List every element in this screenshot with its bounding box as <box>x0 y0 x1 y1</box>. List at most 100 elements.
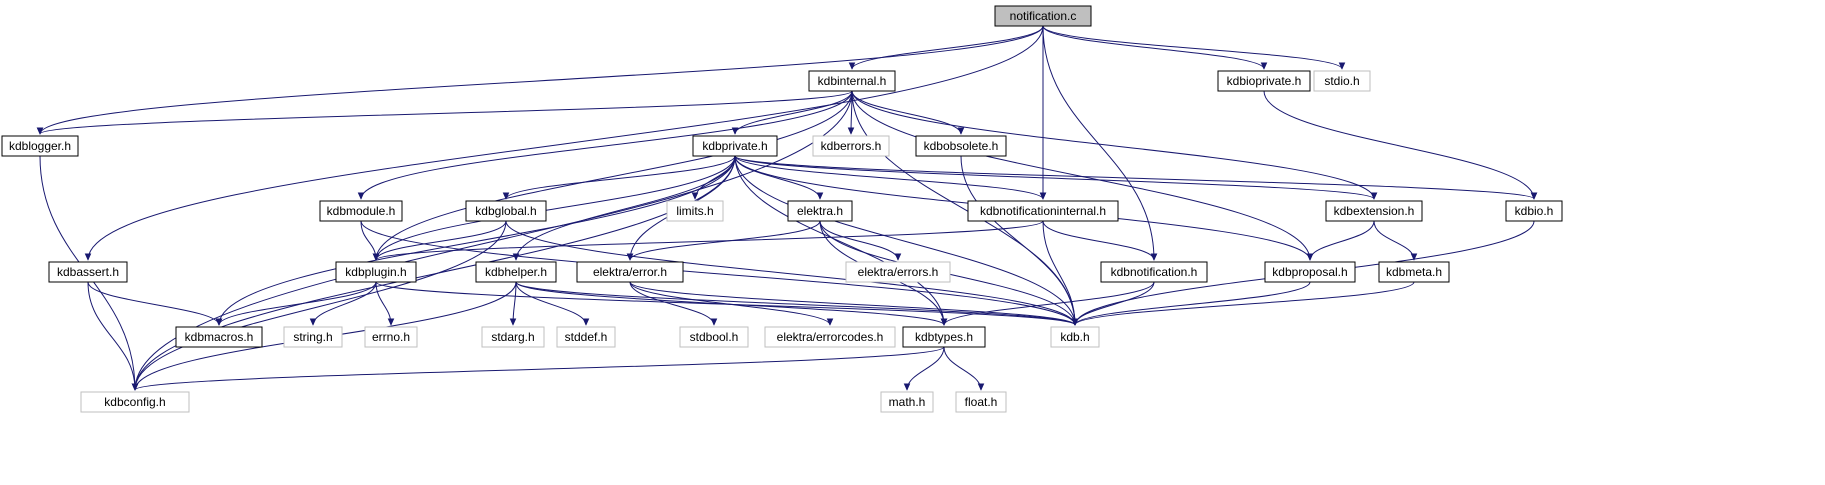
node-kdblogger-h[interactable]: kdblogger.h <box>1 135 79 157</box>
edge-kdbmodule_h-to-kdbplugin_h <box>360 220 376 260</box>
node-label: elektra/errorcodes.h <box>777 330 884 344</box>
edge-kdbinternal_h-to-kdbplugin_h <box>376 90 853 260</box>
node-box <box>845 261 951 283</box>
node-label: kdbproposal.h <box>1272 265 1347 279</box>
edge-kdbnotificationinternal_h-to-kdbnotification_h <box>1042 220 1154 260</box>
node-label: kdbio.h <box>1515 204 1554 218</box>
node-label: errno.h <box>372 330 410 344</box>
edge-line-6 <box>1042 25 1154 260</box>
edge-notification_c-to-kdbnotification_h <box>1042 25 1154 260</box>
edge-line-40 <box>819 220 898 260</box>
edge-kdbprivate_h-to-kdbplugin_h <box>376 155 736 260</box>
edge-kdbtypes_h-to-kdbconfig_h <box>135 346 945 390</box>
edge-kdbhelper_h-to-stdarg_h <box>513 281 517 325</box>
edge-kdbmodule_h-to-kdb_h <box>360 220 1075 325</box>
node-label: kdbmeta.h <box>1386 265 1442 279</box>
node-kdbglobal-h[interactable]: kdbglobal.h <box>465 200 547 222</box>
edge-line-52 <box>313 281 377 325</box>
edge-kdbprivate_h-to-kdbextension_h <box>734 155 1374 199</box>
node-notification-c[interactable]: notification.c <box>994 5 1092 27</box>
edge-kdbprivate_h-to-kdbhelper_h <box>516 155 736 260</box>
edge-line-10 <box>735 90 853 134</box>
edge-line-68 <box>907 346 945 390</box>
edge-line-65 <box>1075 281 1311 325</box>
node-kdbmeta-h[interactable]: kdbmeta.h <box>1378 261 1450 283</box>
edge-kdbmeta_h-to-kdb_h <box>1075 281 1415 325</box>
node-stdbool-h: stdbool.h <box>679 326 749 348</box>
edge-line-23 <box>506 155 736 199</box>
node-kdbio-h[interactable]: kdbio.h <box>1505 200 1563 222</box>
edge-notification_c-to-stdio_h <box>1042 25 1342 69</box>
node-kdbinternal-h[interactable]: kdbinternal.h <box>808 70 896 92</box>
node-layer: notification.c kdbinternal.h kdbioprivate.… <box>1 5 1563 413</box>
node-label: kdbconfig.h <box>104 395 165 409</box>
edge-line-34 <box>360 220 376 260</box>
node-box <box>576 261 684 283</box>
node-elektra-error-h[interactable]: elektra/error.h <box>576 261 684 283</box>
edge-kdbhelper_h-to-stddef_h <box>515 281 586 325</box>
edge-kdbioprivate_h-to-kdbio_h <box>1263 90 1534 199</box>
edge-kdbglobal_h-to-kdb_h <box>505 220 1075 325</box>
edge-kdbassert_h-to-kdbconfig_h <box>87 281 135 390</box>
edge-kdbinternal_h-to-kdbmodule_h <box>361 90 853 199</box>
edge-line-33 <box>734 155 1534 199</box>
node-kdbnotificationinternal-h[interactable]: kdbnotificationinternal.h <box>967 200 1119 222</box>
node-box <box>465 200 547 222</box>
node-label: string.h <box>293 330 332 344</box>
edge-line-7 <box>40 90 853 134</box>
edge-elektra_error_h-to-stdbool_h <box>629 281 714 325</box>
edge-line-44 <box>1042 220 1154 260</box>
node-box <box>808 70 896 92</box>
node-kdbassert-h[interactable]: kdbassert.h <box>48 261 128 283</box>
node-kdbplugin-h[interactable]: kdbplugin.h <box>335 261 417 283</box>
node-box <box>1264 261 1356 283</box>
node-stdarg-h: stdarg.h <box>481 326 545 348</box>
edge-line-47 <box>1373 220 1414 260</box>
edge-kdbplugin_h-to-string_h <box>313 281 377 325</box>
node-kdbtypes-h[interactable]: kdbtypes.h <box>902 326 986 348</box>
node-label: kdbmacros.h <box>185 330 254 344</box>
node-kdberrors-h: kdberrors.h <box>812 135 890 157</box>
node-kdbioprivate-h[interactable]: kdbioprivate.h <box>1217 70 1311 92</box>
node-kdbmodule-h[interactable]: kdbmodule.h <box>319 200 403 222</box>
node-box <box>787 200 853 222</box>
node-kdbobsolete-h[interactable]: kdbobsolete.h <box>915 135 1007 157</box>
node-kdbmacros-h[interactable]: kdbmacros.h <box>175 326 263 348</box>
edge-kdbglobal_h-to-kdbconfig_h <box>135 220 507 390</box>
node-float-h: float.h <box>955 391 1007 413</box>
node-elektra-h[interactable]: elektra.h <box>787 200 853 222</box>
edge-kdbassert_h-to-kdbmacros_h <box>87 281 219 325</box>
edge-kdbinternal_h-to-kdbprivate_h <box>735 90 853 134</box>
node-box <box>283 326 343 348</box>
edge-line-30 <box>734 155 1043 199</box>
node-label: math.h <box>889 395 926 409</box>
node-kdbprivate-h[interactable]: kdbprivate.h <box>692 135 778 157</box>
node-box <box>666 200 724 222</box>
node-label: float.h <box>965 395 998 409</box>
node-label: kdberrors.h <box>821 139 882 153</box>
edge-kdbtypes_h-to-float_h <box>943 346 981 390</box>
node-box <box>48 261 128 283</box>
node-label: kdbnotificationinternal.h <box>980 204 1106 218</box>
edge-line-28 <box>734 155 944 325</box>
node-kdbhelper-h[interactable]: kdbhelper.h <box>475 261 557 283</box>
edge-elektra_error_h-to-elektra_errorcodes_h <box>629 281 830 325</box>
node-box <box>812 135 890 157</box>
edge-notification_c-to-kdbinternal_h <box>852 25 1044 69</box>
node-kdbnotification-h[interactable]: kdbnotification.h <box>1100 261 1208 283</box>
node-box <box>1325 200 1423 222</box>
node-label: kdbextension.h <box>1334 204 1415 218</box>
edge-line-25 <box>695 155 736 199</box>
node-kdbextension-h[interactable]: kdbextension.h <box>1325 200 1423 222</box>
node-label: limits.h <box>676 204 713 218</box>
node-label: elektra/errors.h <box>858 265 939 279</box>
edge-line-55 <box>513 281 517 325</box>
node-label: stddef.h <box>565 330 608 344</box>
node-box <box>692 135 778 157</box>
node-kdbproposal-h[interactable]: kdbproposal.h <box>1264 261 1356 283</box>
edge-line-14 <box>851 90 1374 199</box>
node-label: kdbinternal.h <box>818 74 887 88</box>
node-elektra-errors-h: elektra/errors.h <box>845 261 951 283</box>
edge-kdbprivate_h-to-kdbnotificationinternal_h <box>734 155 1043 199</box>
